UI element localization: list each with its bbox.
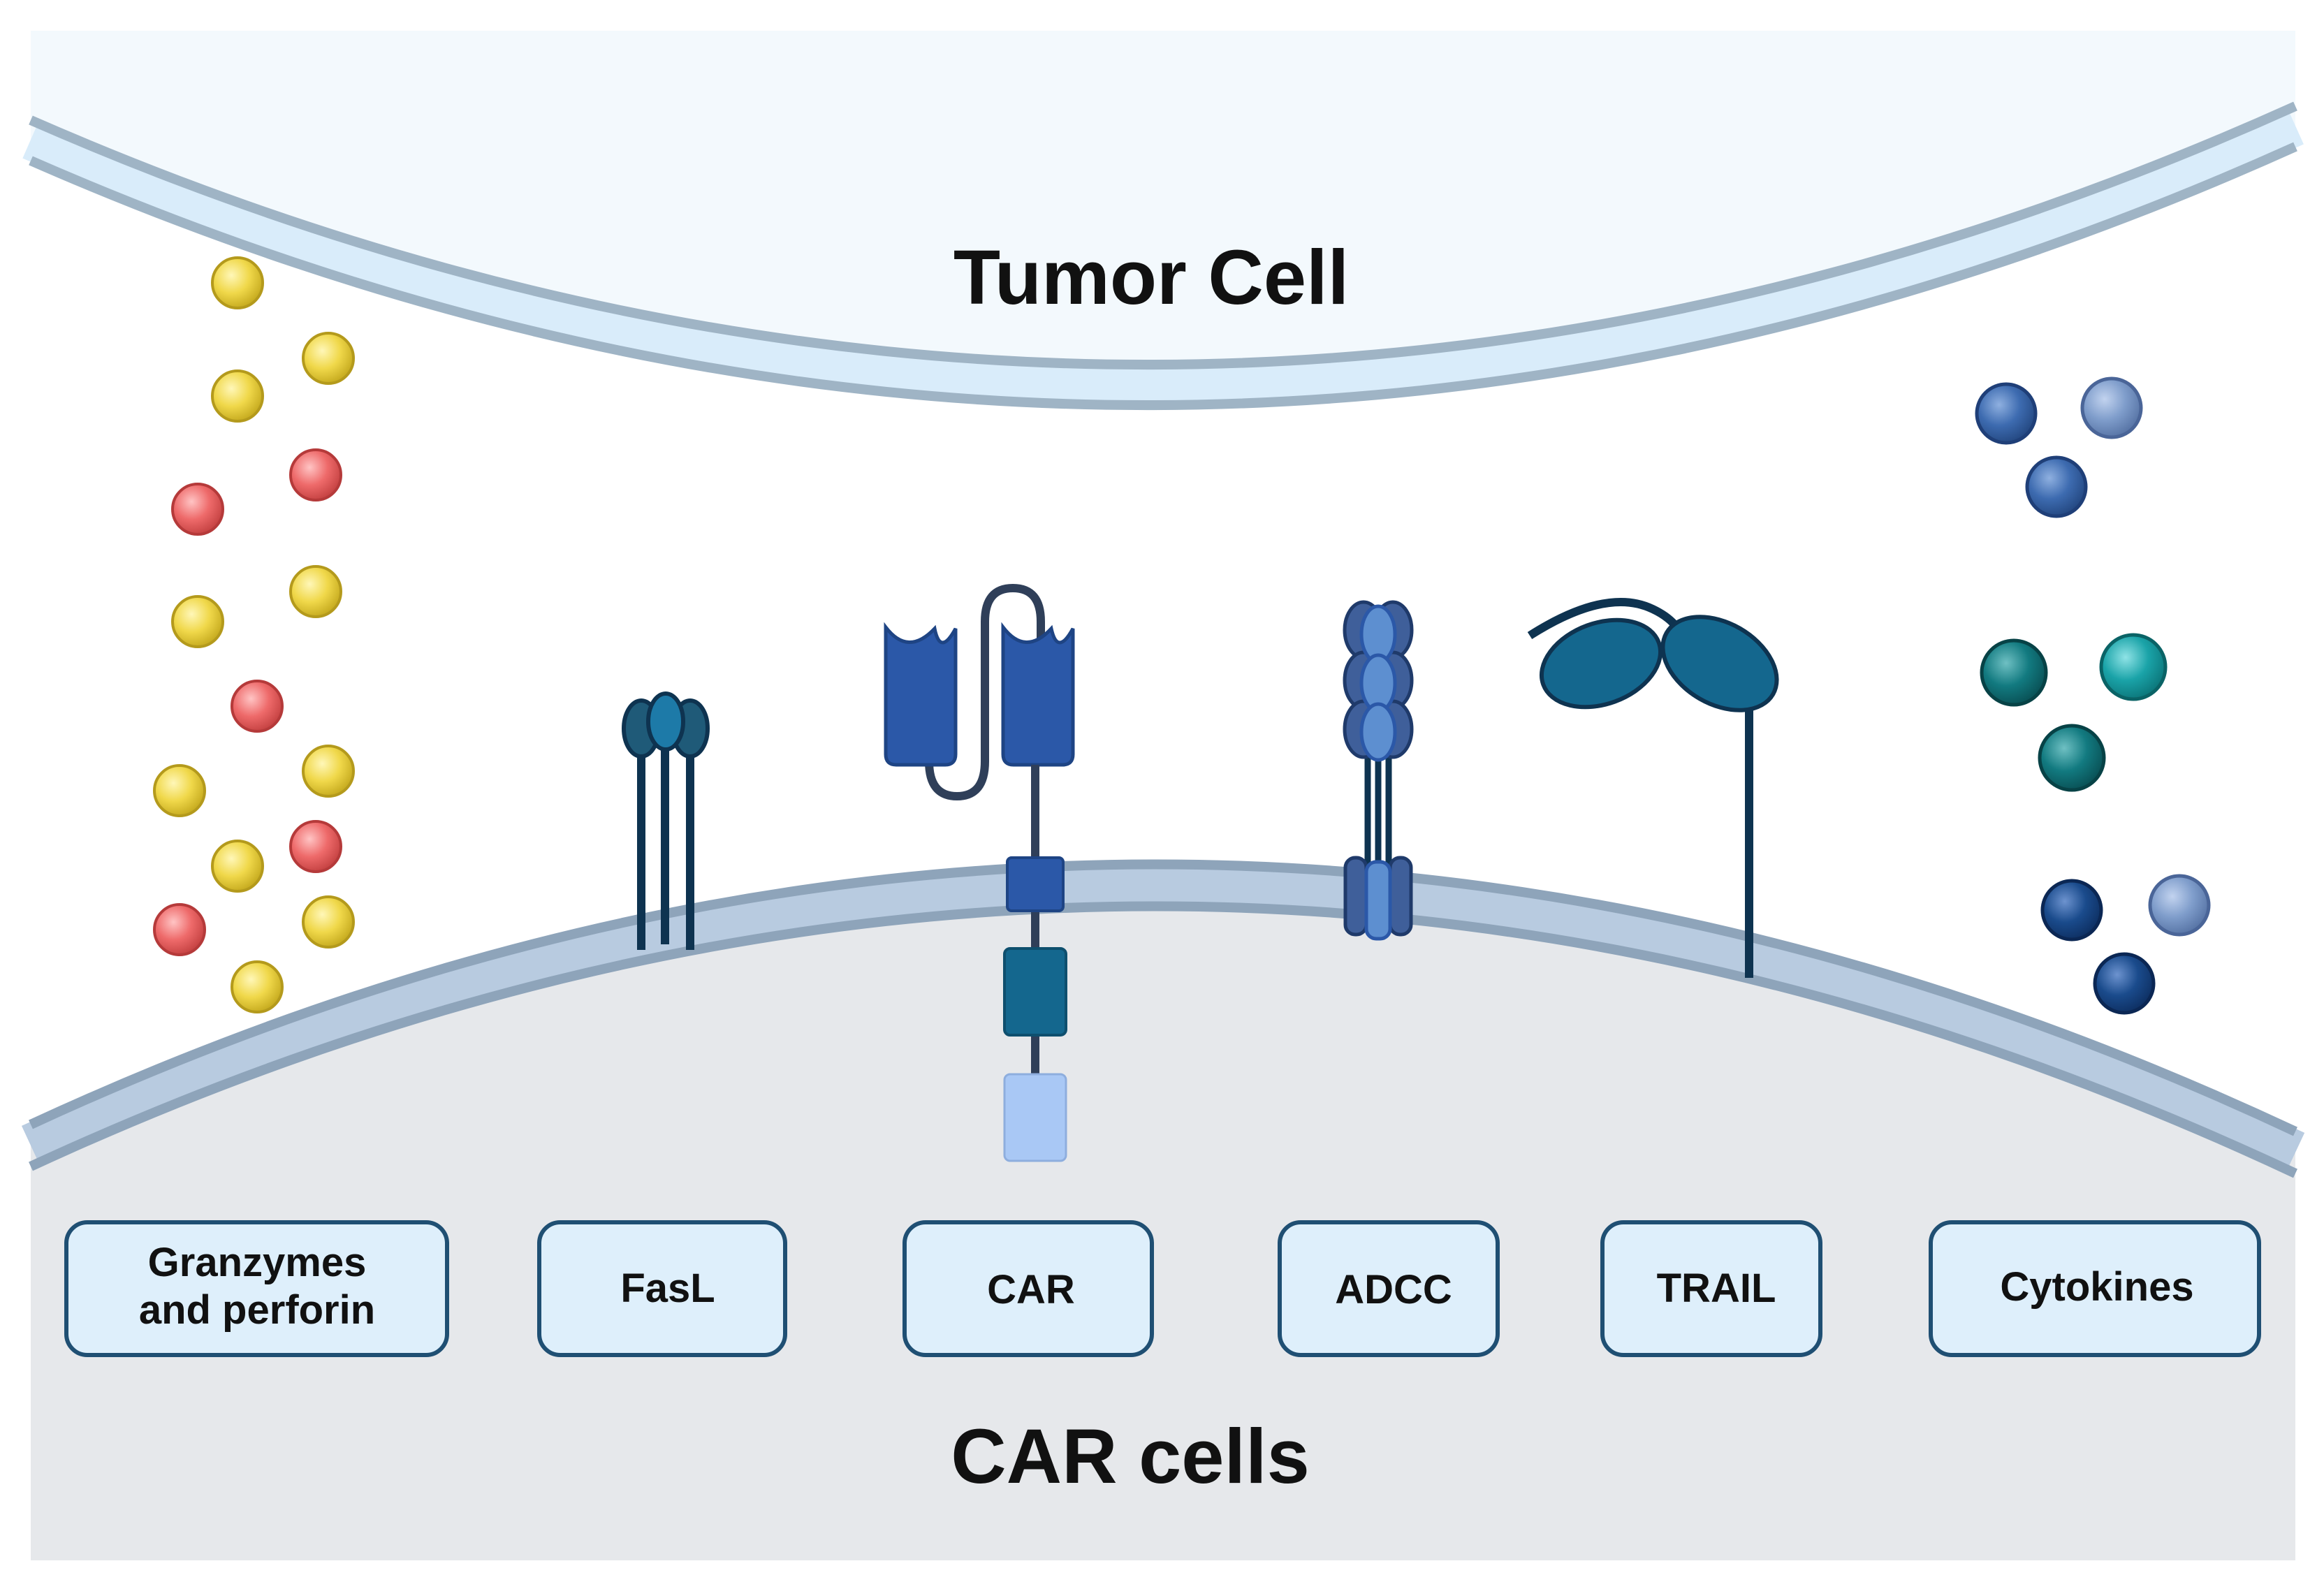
car-cell	[21, 859, 2305, 1560]
trail-receptor	[1527, 598, 1779, 978]
car-membrane-band	[21, 863, 2305, 1173]
adcc-transmembrane	[1388, 856, 1413, 937]
mechanism-label-boxes: Granzymes and perforin FasL CAR ADCC TRA…	[64, 1220, 2261, 1357]
tumor-membrane-outer-line	[29, 101, 2297, 370]
fasl-box	[537, 1220, 787, 1357]
car-scfv-linker	[925, 583, 1045, 801]
car-membrane-outer-line	[29, 859, 2297, 1136]
fasl-domain	[646, 691, 685, 752]
cytokine-molecule	[1980, 638, 2048, 707]
car-scfv-domain	[1001, 622, 1075, 767]
cytokine-molecule	[2080, 376, 2143, 439]
trail-domain	[1660, 615, 1779, 712]
adcc-transmembrane	[1364, 860, 1392, 941]
fasl-receptor	[622, 691, 710, 950]
cytokine-molecule	[1975, 382, 2038, 445]
perforin-granule	[153, 903, 206, 956]
granzymes-box	[64, 1220, 449, 1357]
granzyme-granule	[302, 895, 355, 949]
granzyme-granule	[289, 565, 342, 618]
car-signaling-domain	[1003, 1073, 1067, 1162]
cytokine-molecule	[2093, 952, 2156, 1015]
cytokines-label: Cytokines	[2000, 1264, 2193, 1310]
car-transmembrane-domain	[1006, 856, 1065, 912]
cytokine-molecule	[2099, 633, 2168, 701]
cytokine-molecule	[2038, 724, 2106, 792]
trail-box	[1600, 1220, 1822, 1357]
cytokine-molecule	[2040, 879, 2103, 942]
granzyme-granule	[211, 840, 264, 893]
tumor-cell	[22, 31, 2304, 411]
adcc-box	[1278, 1220, 1500, 1357]
car-label: CAR	[987, 1267, 1075, 1312]
perforin-granule	[289, 448, 342, 501]
trail-domain	[1539, 617, 1663, 710]
tumor-membrane-inner-line	[29, 142, 2297, 411]
granzyme-granule	[171, 595, 224, 648]
adcc-receptor	[1343, 600, 1414, 941]
car-cells-title: CAR cells	[951, 1414, 1310, 1500]
car-costimulatory-domain	[1003, 947, 1067, 1037]
tumor-membrane-band	[22, 107, 2304, 405]
cytokine-molecule	[2025, 455, 2088, 518]
car-box	[902, 1220, 1154, 1357]
car-receptor	[884, 583, 1075, 1162]
perforin-granule	[289, 820, 342, 873]
granzyme-perforin-granules	[153, 256, 355, 1013]
car-membrane-inner-line	[29, 901, 2297, 1178]
adcc-label: ADCC	[1335, 1267, 1452, 1312]
perforin-granule	[231, 680, 284, 733]
tumor-cell-title: Tumor Cell	[953, 235, 1349, 321]
granzyme-granule	[231, 960, 284, 1013]
cytokine-molecule	[2148, 874, 2211, 937]
granzymes-label-line1: Granzymes	[148, 1240, 367, 1285]
car-cell-body	[31, 885, 2295, 1560]
car-scfv-domain	[884, 622, 958, 767]
granzyme-granule	[211, 369, 264, 423]
granzymes-label-line2: and perforin	[139, 1287, 375, 1333]
trail-label: TRAIL	[1657, 1266, 1776, 1311]
granzyme-granule	[153, 764, 206, 817]
cytokine-molecules	[1975, 376, 2211, 1015]
adcc-domain	[1359, 702, 1397, 762]
granzyme-granule	[302, 745, 355, 798]
granzyme-granule	[211, 256, 264, 309]
granzyme-granule	[302, 332, 355, 385]
perforin-granule	[171, 483, 224, 536]
adcc-transmembrane	[1343, 856, 1368, 937]
fasl-label: FasL	[620, 1266, 715, 1311]
cytokines-box	[1929, 1220, 2261, 1357]
